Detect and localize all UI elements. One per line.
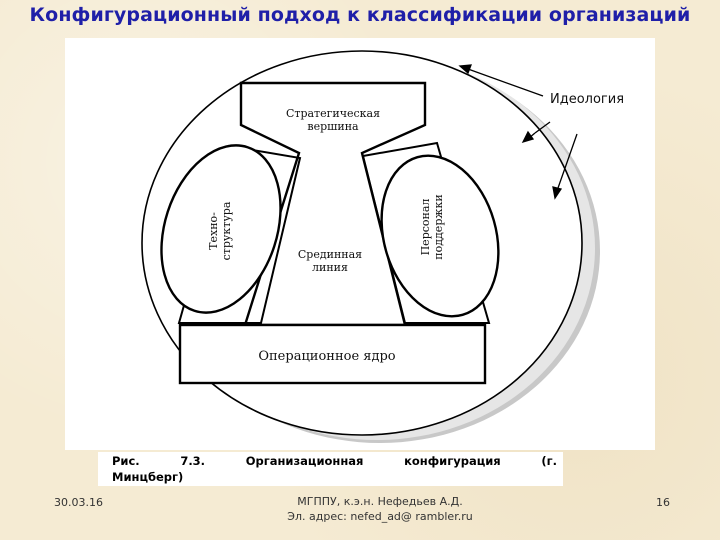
technostructure-label-1: Техно- <box>207 212 220 250</box>
figure-caption: Рис. 7.3. Организационная конфигурация (… <box>98 452 563 486</box>
author-line-1: МГППУ, к.э.н. Нефедьев А.Д. <box>297 495 463 508</box>
caption-line-1: Рис. 7.3. Организационная конфигурация (… <box>112 453 557 469</box>
footer-date: 30.03.16 <box>54 496 103 509</box>
strategic-apex-label-2: вершина <box>307 120 359 133</box>
caption-word: Организационная <box>245 454 364 468</box>
technostructure-ellipse <box>160 144 282 314</box>
caption-word: (г. <box>541 454 557 468</box>
support-staff-label-1: Персонал <box>419 199 432 256</box>
support-staff-label-2: поддержки <box>432 194 445 259</box>
middle-line-label-2: линия <box>312 261 348 274</box>
operating-core-box <box>178 323 487 385</box>
author-line-2: Эл. адрес: nefed_ad@ rambler.ru <box>287 510 473 523</box>
operating-core-label: Операционное ядро <box>258 349 395 364</box>
diagram-svg: Стратегическая вершина Срединная линия Т… <box>141 50 624 443</box>
page-number: 16 <box>656 496 670 509</box>
ideology-arrows <box>458 64 578 200</box>
slide-title: Конфигурационный подход к классификации … <box>29 4 691 26</box>
caption-line-2: Минцберг) <box>112 470 184 484</box>
technostructure-label-2: структура <box>220 201 233 260</box>
ideology-label: Идеология <box>550 92 624 107</box>
caption-word: конфигурация <box>404 454 501 468</box>
middle-line-label-1: Срединная <box>298 248 362 261</box>
footer-author: МГППУ, к.э.н. Нефедьев А.Д. Эл. адрес: n… <box>250 494 510 524</box>
caption-word: Рис. <box>112 454 140 468</box>
support-staff-ellipse <box>380 154 500 318</box>
strategic-apex-label-1: Стратегическая <box>286 107 380 120</box>
mintzberg-diagram: Стратегическая вершина Срединная линия Т… <box>65 38 655 450</box>
caption-word: 7.3. <box>180 454 206 468</box>
